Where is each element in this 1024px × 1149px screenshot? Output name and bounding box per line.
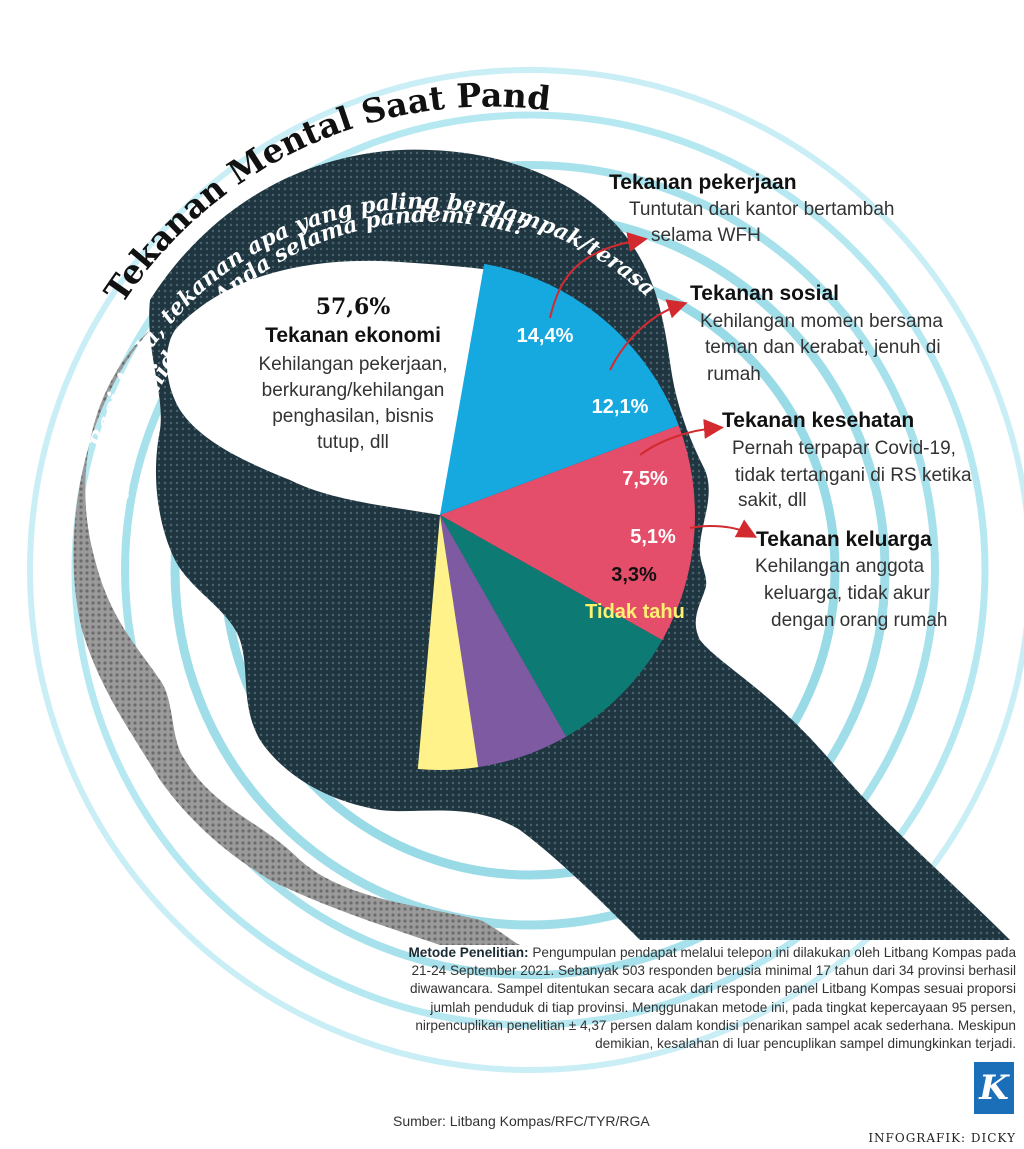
callout-arrows bbox=[549, 232, 758, 538]
economy-value: 57,6% bbox=[316, 294, 391, 320]
pie-chart bbox=[417, 263, 695, 770]
kompas-logo: K bbox=[974, 1062, 1014, 1114]
label-keluarga: Tekanan keluarga Kehilangan anggota kelu… bbox=[755, 528, 947, 631]
keluarga-desc-1: Kehilangan anggota bbox=[755, 556, 924, 577]
brain-area bbox=[166, 260, 520, 515]
label-sosial: Tekanan sosial Kehilangan momen bersama … bbox=[690, 282, 943, 385]
value-label-sosial: 12,1% bbox=[592, 396, 649, 418]
kesehatan-desc-1: Pernah terpapar Covid-19, bbox=[732, 438, 956, 459]
slice-labels: 14,4% 12,1% 7,5% 5,1% 3,3% bbox=[517, 325, 676, 586]
method-note: Metode Penelitian: Pengumpulan pendapat … bbox=[404, 944, 1016, 1053]
pekerjaan-desc-2: selama WFH bbox=[651, 225, 761, 246]
slice-tidak-tahu bbox=[417, 515, 479, 770]
value-label-tidak-tahu: 3,3% bbox=[611, 564, 657, 586]
arrow-keluarga bbox=[689, 519, 758, 538]
method-text: Pengumpulan pendapat melalui telepon ini… bbox=[409, 945, 1016, 1052]
arrow-kesehatan bbox=[639, 418, 724, 456]
sosial-desc-1: Kehilangan momen bersama bbox=[700, 311, 943, 332]
economy-desc-4: tutup, dll bbox=[317, 432, 389, 453]
method-label: Metode Penelitian: bbox=[408, 945, 529, 960]
pekerjaan-title: Tekanan pekerjaan bbox=[609, 171, 797, 194]
value-label-kesehatan: 7,5% bbox=[622, 468, 668, 490]
sosial-desc-3: rumah bbox=[707, 364, 761, 385]
economy-desc-2: berkurang/kehilangan bbox=[262, 380, 445, 401]
slice-keluarga bbox=[440, 515, 567, 768]
sosial-desc-2: teman dan kerabat, jenuh di bbox=[705, 337, 941, 358]
keluarga-title: Tekanan keluarga bbox=[756, 528, 932, 551]
pekerjaan-desc-1: Tuntutan dari kantor bertambah bbox=[629, 199, 894, 220]
head-shadow-silhouette bbox=[73, 330, 521, 945]
arrow-pekerjaan bbox=[549, 232, 648, 319]
economy-label: 57,6% Tekanan ekonomi Kehilangan pekerja… bbox=[258, 294, 447, 453]
slice-sosial bbox=[440, 425, 695, 641]
keluarga-desc-2: keluarga, tidak akur bbox=[764, 583, 930, 604]
economy-title: Tekanan ekonomi bbox=[265, 324, 441, 347]
tidak-tahu-label: Tidak tahu bbox=[585, 601, 685, 623]
slice-kesehatan bbox=[440, 515, 663, 737]
economy-desc-1: Kehilangan pekerjaan, bbox=[258, 354, 447, 375]
kesehatan-desc-2: tidak tertangani di RS ketika bbox=[735, 465, 972, 486]
label-kesehatan: Tekanan kesehatan Pernah terpapar Covid-… bbox=[722, 409, 972, 511]
value-label-pekerjaan: 14,4% bbox=[517, 325, 574, 347]
arrow-sosial bbox=[609, 299, 688, 371]
kesehatan-desc-3: sakit, dll bbox=[738, 490, 807, 511]
economy-desc-3: penghasilan, bisnis bbox=[272, 406, 434, 427]
slice-pekerjaan bbox=[440, 263, 679, 515]
keluarga-desc-3: dengan orang rumah bbox=[771, 610, 947, 631]
value-label-keluarga: 5,1% bbox=[630, 526, 676, 548]
kesehatan-title: Tekanan kesehatan bbox=[722, 409, 914, 432]
label-pekerjaan: Tekanan pekerjaan Tuntutan dari kantor b… bbox=[609, 171, 894, 246]
sosial-title: Tekanan sosial bbox=[690, 282, 839, 305]
source-note: Sumber: Litbang Kompas/RFC/TYR/RGA bbox=[393, 1113, 650, 1129]
credit-line: INFOGRAFIK: DICKY bbox=[868, 1131, 1016, 1145]
